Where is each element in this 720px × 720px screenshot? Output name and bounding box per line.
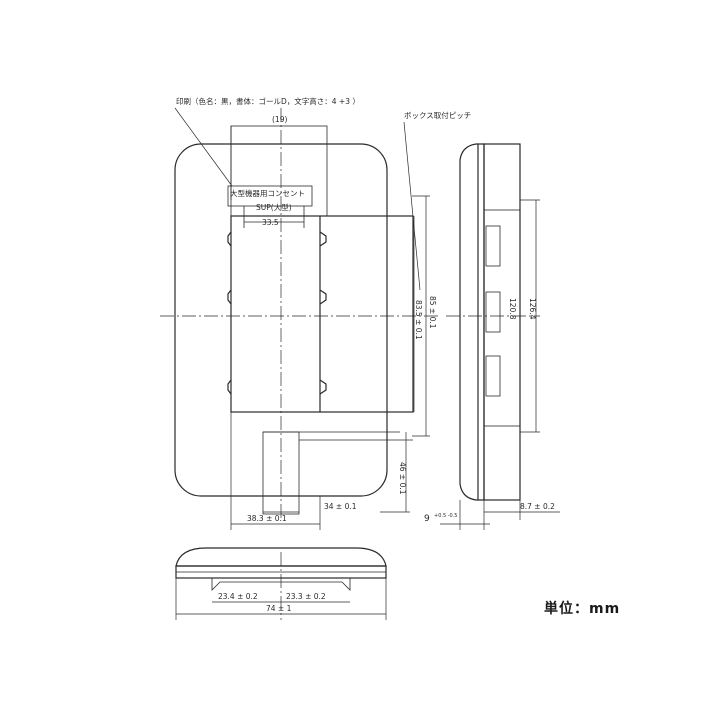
switch-opening [230, 215, 414, 413]
print-leader [174, 107, 233, 187]
dimension-side-offset-tol: +0.5 -0.5 [434, 513, 458, 519]
top-dimension: (19) [272, 115, 287, 124]
dimension-right-c: 46 ± 0.1 [398, 462, 407, 495]
dimension-bottom-wide: 38.3 ± 0.1 [247, 514, 287, 523]
dimension-side-height-2: 126.4 [528, 298, 537, 320]
dimension-bottom-total: 74 ± 1 [266, 604, 292, 613]
dimension-bottom-small: 34 ± 0.1 [324, 502, 357, 511]
dimension-side-offset: 9 [424, 514, 430, 524]
box-pitch-leader [403, 121, 421, 291]
bottom-view [175, 547, 387, 620]
dimension-side-depth: 8.7 ± 0.2 [520, 502, 555, 511]
outlet-label: 大型機器用コンセント [230, 188, 305, 198]
box-pitch-callout: ボックス取付ピッチ [404, 110, 471, 120]
bottom-profile [175, 547, 387, 567]
unit-label: 単位：mm [544, 601, 621, 617]
dimension-bottom-left-width: 23.4 ± 0.2 [218, 592, 258, 601]
dimension-right-b: 83.5 ± 0.1 [414, 300, 423, 340]
front-view [160, 107, 440, 530]
dimension-right-a: 85 ± 0.1 [428, 296, 437, 329]
side-view [440, 143, 560, 530]
dimension-bottom-right-width: 23.3 ± 0.2 [286, 592, 326, 601]
small-label: SUP(大型) [256, 202, 292, 212]
dimension-side-height-1: 120.8 [508, 298, 517, 320]
side-profile [459, 143, 485, 501]
opening-inner-dimension: 33.5 [262, 218, 279, 227]
print-spec-callout: 印刷（色名：黒，書体：ゴールD，文字高さ：4 +3 ） [176, 96, 360, 106]
